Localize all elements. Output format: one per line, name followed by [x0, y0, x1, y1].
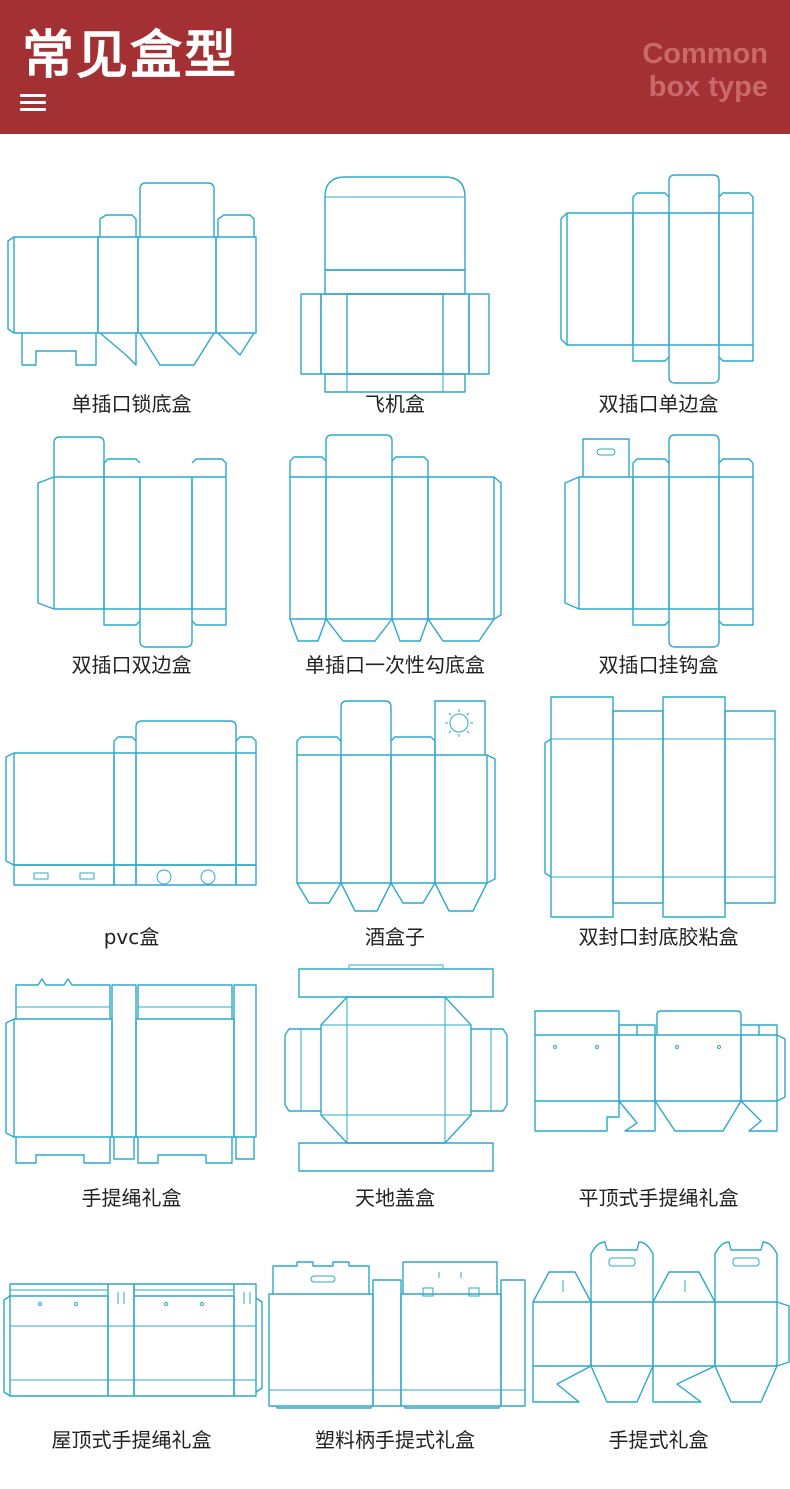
box-dieline-plastic-handle [268, 1261, 526, 1409]
box-card-airplane[interactable]: 飞机盒 [263, 175, 527, 425]
box-label: 塑料柄手提式礼盒 [315, 1428, 475, 1452]
box-dieline-glued-seal [544, 696, 776, 918]
box-label: 双封口封底胶粘盒 [578, 925, 739, 949]
box-card-handle-gift[interactable]: 手提式礼盒 [527, 1240, 790, 1465]
page-title: 常见盒型 [22, 26, 239, 86]
box-label: 双插口挂钩盒 [598, 653, 719, 677]
box-dieline-lid-base [284, 964, 508, 1172]
box-label: 手提绳礼盒 [81, 1186, 182, 1210]
box-card-hang-hook[interactable]: 双插口挂钩盒 [527, 434, 790, 685]
box-label: 双插口单边盒 [598, 392, 719, 416]
box-dieline-lock-bottom [7, 182, 257, 366]
box-card-roof-top-rope[interactable]: 屋顶式手提绳礼盒 [0, 1270, 263, 1465]
box-card-hook-bottom[interactable]: 单插口一次性勾底盒 [263, 434, 527, 685]
box-dieline-roof-top-rope [3, 1283, 263, 1397]
box-label: 手提式礼盒 [608, 1428, 709, 1452]
box-label: 屋顶式手提绳礼盒 [51, 1428, 212, 1452]
box-label: 双插口双边盒 [71, 653, 192, 677]
box-dieline-hook-bottom [289, 434, 502, 642]
box-label: 单插口一次性勾底盒 [305, 653, 485, 677]
box-card-glued-seal[interactable]: 双封口封底胶粘盒 [527, 696, 790, 957]
box-card-double-tuck-double[interactable]: 双插口双边盒 [0, 435, 263, 685]
box-dieline-wine [296, 700, 496, 912]
box-dieline-airplane [300, 176, 490, 393]
subtitle-line-1: Common [642, 38, 768, 70]
box-dieline-hang-hook [564, 434, 754, 648]
box-card-lid-base[interactable]: 天地盖盒 [263, 963, 527, 1220]
box-dieline-handle-gift [532, 1241, 790, 1403]
box-label: pvc盒 [103, 925, 160, 949]
menu-icon[interactable] [20, 94, 46, 114]
box-card-wine[interactable]: 酒盒子 [263, 697, 527, 957]
box-card-plastic-handle[interactable]: 塑料柄手提式礼盒 [263, 1258, 527, 1465]
box-label: 酒盒子 [365, 925, 425, 949]
box-label: 飞机盒 [365, 392, 425, 416]
box-card-double-tuck-single[interactable]: 双插口单边盒 [527, 174, 790, 425]
box-card-lock-bottom[interactable]: 单插口锁底盒 [0, 175, 263, 425]
header-banner: 常见盒型 Common box type [0, 0, 790, 134]
box-dieline-flat-top-rope [534, 1010, 786, 1132]
box-label: 平顶式手提绳礼盒 [578, 1186, 739, 1210]
subtitle-line-2: box type [648, 71, 768, 103]
page-subtitle: Common box type [642, 38, 768, 104]
box-label: 单插口锁底盒 [71, 392, 192, 416]
box-card-rope-gift[interactable]: 手提绳礼盒 [0, 975, 263, 1220]
box-card-flat-top-rope[interactable]: 平顶式手提绳礼盒 [527, 1005, 790, 1220]
box-label: 天地盖盒 [355, 1186, 435, 1210]
box-card-pvc[interactable]: pvc盒 [0, 697, 263, 957]
box-dieline-double-tuck-double [37, 436, 227, 648]
box-dieline-pvc [5, 720, 257, 886]
box-dieline-rope-gift [5, 978, 257, 1164]
box-dieline-double-tuck-single [560, 174, 754, 384]
